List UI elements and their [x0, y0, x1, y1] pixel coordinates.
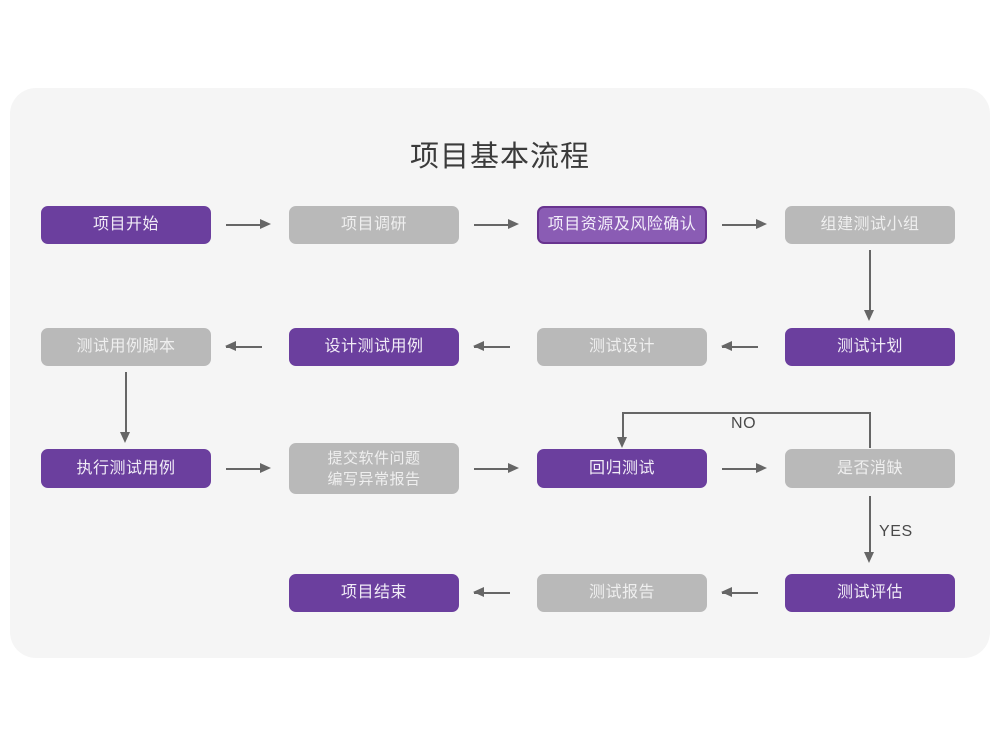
connector-line — [226, 346, 262, 348]
node-form-test-team[interactable]: 组建测试小组 — [785, 206, 955, 244]
connector-line — [869, 250, 871, 312]
connector-line — [722, 346, 758, 348]
arrow-left-icon — [473, 587, 484, 597]
no-loop-right-vertical — [869, 412, 871, 448]
node-test-case-script[interactable]: 测试用例脚本 — [41, 328, 211, 366]
connector-line — [474, 592, 510, 594]
connector-line — [722, 592, 758, 594]
edge-label-no: NO — [731, 415, 757, 432]
arrow-right-icon — [260, 463, 271, 473]
arrow-right-icon — [756, 219, 767, 229]
arrow-down-icon — [864, 552, 874, 563]
node-design-test-case[interactable]: 设计测试用例 — [289, 328, 459, 366]
arrow-left-icon — [225, 341, 236, 351]
arrow-left-icon — [721, 587, 732, 597]
node-project-end[interactable]: 项目结束 — [289, 574, 459, 612]
connector-line — [226, 224, 262, 226]
node-resource-risk-confirm[interactable]: 项目资源及风险确认 — [537, 206, 707, 244]
node-regression-test[interactable]: 回归测试 — [537, 449, 707, 488]
node-execute-test-case[interactable]: 执行测试用例 — [41, 449, 211, 488]
no-loop-left-vertical — [622, 412, 624, 440]
arrow-down-icon — [864, 310, 874, 321]
arrow-left-icon — [721, 341, 732, 351]
node-test-design[interactable]: 测试设计 — [537, 328, 707, 366]
arrow-right-icon — [508, 219, 519, 229]
edge-label-yes: YES — [879, 523, 913, 540]
connector-line — [722, 224, 758, 226]
node-test-evaluation[interactable]: 测试评估 — [785, 574, 955, 612]
arrow-right-icon — [508, 463, 519, 473]
connector-line — [125, 372, 127, 434]
arrow-down-icon — [120, 432, 130, 443]
node-test-plan[interactable]: 测试计划 — [785, 328, 955, 366]
node-project-start[interactable]: 项目开始 — [41, 206, 211, 244]
node-project-research[interactable]: 项目调研 — [289, 206, 459, 244]
node-test-report[interactable]: 测试报告 — [537, 574, 707, 612]
connector-line — [474, 224, 510, 226]
node-defect-resolved[interactable]: 是否消缺 — [785, 449, 955, 488]
arrow-left-icon — [473, 341, 484, 351]
connector-line — [474, 346, 510, 348]
connector-line — [474, 468, 510, 470]
arrow-right-icon — [756, 463, 767, 473]
diagram-canvas — [10, 88, 990, 658]
no-loop-horizontal — [622, 412, 870, 414]
page-title: 项目基本流程 — [409, 141, 590, 173]
connector-line — [869, 496, 871, 554]
connector-line — [722, 468, 758, 470]
connector-line — [226, 468, 262, 470]
arrow-right-icon — [260, 219, 271, 229]
arrow-down-icon — [617, 437, 627, 448]
node-submit-issue-report[interactable]: 提交软件问题 编写异常报告 — [289, 443, 459, 494]
